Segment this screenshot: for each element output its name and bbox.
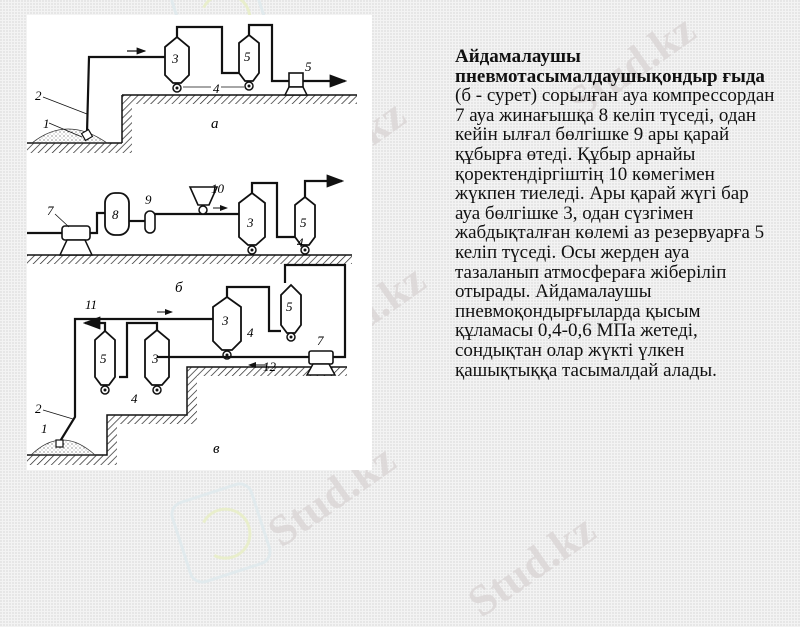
label-4: 4: [213, 81, 220, 96]
caption-a: а: [211, 116, 219, 132]
label-8: 8: [112, 207, 119, 222]
label-3: 3: [171, 51, 179, 66]
label-5-fan: 5: [305, 59, 312, 74]
label-2: 2: [35, 401, 42, 416]
paragraph-bold-lead: Айдамалаушы пневмотасымалдаушықондыр ғыд…: [455, 46, 765, 87]
label-3: 3: [151, 351, 159, 366]
label-3: 3: [246, 215, 254, 230]
label-7: 7: [317, 333, 324, 348]
label-1: 1: [41, 421, 48, 436]
label-1: 1: [43, 116, 50, 131]
label-4: 4: [131, 391, 138, 406]
label-12: 12: [263, 359, 277, 374]
paragraph-body: (б - сурет) сорылған ауа компрессордан 7…: [455, 85, 775, 381]
panel-c: 1 2 11 5 3 3 5 4 4 7 12 в: [27, 263, 347, 465]
label-10: 10: [211, 181, 225, 196]
watermark-logo-icon: [166, 478, 276, 588]
description-paragraph: Айдамалаушы пневмотасымалдаушықондыр ғыд…: [455, 47, 775, 380]
pneumatic-conveyor-diagram: 1 2 3 5 5 4 а: [27, 15, 372, 470]
watermark-text: Stud.kz: [458, 504, 605, 627]
label-2: 2: [35, 88, 42, 103]
label-4: 4: [247, 325, 254, 340]
label-5: 5: [100, 351, 107, 366]
panel-b: 7 8 9 10 3 5 4 б: [27, 174, 352, 296]
label-5: 5: [286, 299, 293, 314]
label-5: 5: [244, 49, 251, 64]
label-9: 9: [145, 192, 152, 207]
label-7: 7: [47, 203, 54, 218]
label-11: 11: [85, 297, 97, 312]
caption-b: б: [175, 280, 183, 296]
label-3: 3: [221, 313, 229, 328]
label-5: 5: [300, 215, 307, 230]
panel-a: 1 2 3 5 5 4 а: [27, 23, 357, 153]
caption-v: в: [213, 441, 220, 457]
label-4: 4: [297, 235, 304, 250]
